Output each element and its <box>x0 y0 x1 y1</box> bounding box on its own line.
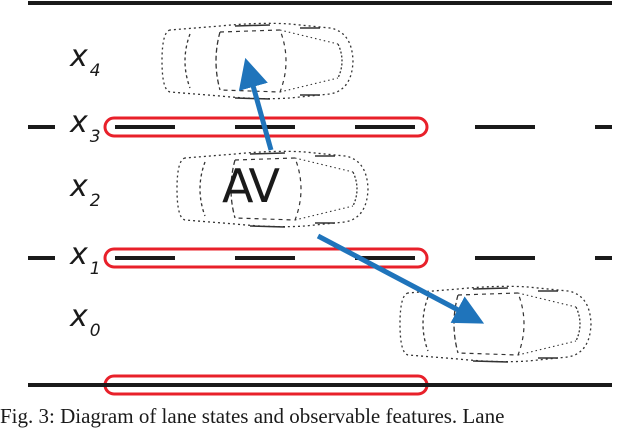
av-label: AV <box>222 159 280 213</box>
road-edge-bottom <box>28 374 612 396</box>
lane-marking-x1 <box>28 247 612 269</box>
arrow-to-lower-car <box>316 233 485 324</box>
lane-diagram <box>28 1 612 396</box>
car-lower <box>399 285 592 363</box>
arrow-to-upper-car <box>238 57 274 151</box>
figure-caption: Fig. 3: Diagram of lane states and obser… <box>0 404 505 428</box>
lane-marking-x3 <box>28 116 612 138</box>
car-upper <box>161 22 354 100</box>
